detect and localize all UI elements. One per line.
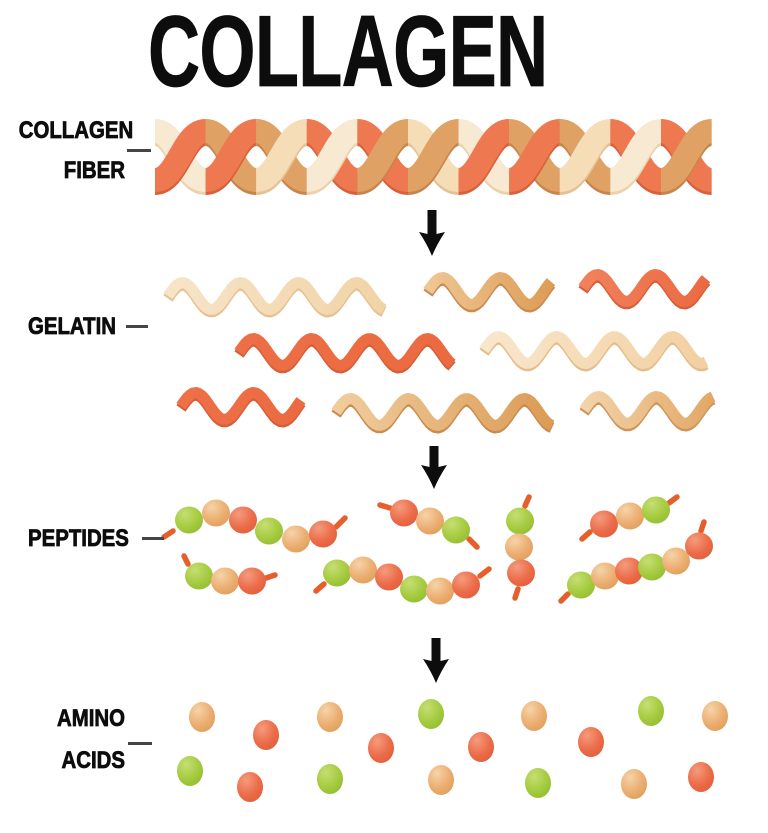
peptide-chain [161, 499, 348, 553]
amino-acid-dot-green [177, 756, 203, 786]
amino-acid-dot-orange [578, 727, 604, 757]
label-gelatin-line1: GELATIN [28, 313, 117, 340]
peptide-bead-tan [211, 567, 239, 595]
gelatin-strand [479, 331, 709, 369]
down-arrow-icon [421, 446, 447, 489]
amino-acid-dot-orange [368, 733, 394, 763]
label-peptides: PEPTIDES [28, 525, 147, 552]
gelatin-strand [331, 393, 555, 431]
leader-dash-collagen-fiber [127, 149, 151, 152]
amino-acid-dot-tan [702, 701, 728, 731]
gelatin-graphic [163, 269, 716, 434]
peptide-bead-orange [615, 557, 643, 585]
peptide-bead-tan [505, 533, 533, 561]
leader-dash-peptides [142, 537, 164, 540]
down-arrow-icon [423, 638, 449, 683]
gelatin-strand [234, 333, 456, 371]
peptide-chain [377, 499, 480, 550]
peptide-bead-orange [309, 520, 337, 548]
peptide-bead-tan [282, 525, 310, 553]
amino-acid-dot-green [317, 764, 343, 794]
peptide-tail [333, 515, 348, 530]
peptide-bead-orange [229, 506, 257, 534]
peptide-tail [466, 536, 480, 550]
peptide-bead-tan [202, 499, 230, 527]
label-amino-acids: AMINO ACIDS [0, 698, 126, 782]
label-amino-acids-line1: AMINO [57, 705, 126, 733]
amino-acid-dot-tan [521, 701, 547, 731]
peptide-chain [313, 556, 492, 605]
peptide-bead-green [567, 571, 595, 599]
peptide-chain [579, 494, 680, 542]
peptide-bead-tan [349, 556, 377, 584]
peptide-tail [477, 566, 492, 579]
peptide-bead-tan [591, 562, 619, 590]
amino-acid-dot-orange [468, 732, 494, 762]
peptide-tail [558, 591, 571, 604]
leader-dash-gelatin [126, 325, 148, 328]
amino-acid-dot-green [525, 768, 551, 798]
peptide-tail [377, 502, 393, 511]
peptide-bead-orange [390, 499, 418, 527]
peptide-bead-orange [238, 567, 266, 595]
peptide-bead-tan [426, 577, 454, 605]
peptide-bead-green [442, 516, 470, 544]
peptide-tail [181, 553, 191, 567]
amino-acid-dot-tan [621, 769, 647, 799]
gelatin-strand [176, 387, 306, 425]
peptide-tail [522, 494, 532, 509]
label-collagen-fiber-line1: COLLAGEN [18, 117, 134, 145]
peptide-bead-green [642, 496, 670, 524]
peptide-bead-orange [507, 559, 535, 587]
amino-acid-dot-green [638, 696, 664, 726]
peptide-bead-orange [590, 510, 618, 538]
collagen-fiber-graphic [152, 119, 715, 195]
down-arrow-icon [419, 210, 445, 256]
peptide-tail [666, 494, 680, 506]
peptide-chain [505, 494, 535, 601]
label-peptides-line1: PEPTIDES [28, 525, 130, 552]
amino-acid-dot-tan [317, 702, 343, 732]
amino-acid-dot-tan [189, 702, 215, 732]
peptide-tail [263, 572, 278, 581]
peptide-chain [558, 519, 713, 604]
peptide-bead-tan [616, 502, 644, 530]
peptide-bead-tan [662, 547, 690, 575]
gelatin-strand [578, 269, 711, 307]
peptide-bead-green [638, 553, 666, 581]
label-gelatin: GELATIN [28, 313, 132, 340]
leader-dash-amino-acids [128, 742, 152, 745]
peptide-bead-green [175, 506, 203, 534]
gelatin-strand [579, 391, 716, 429]
peptide-tail [313, 581, 327, 594]
page-title: COLLAGEN [148, 0, 549, 108]
peptide-bead-orange [685, 532, 713, 560]
peptides-graphic [161, 494, 713, 605]
peptide-chain [181, 553, 278, 595]
amino-acid-dot-orange [253, 720, 279, 750]
amino-acid-dot-orange [237, 772, 263, 802]
label-collagen-fiber: COLLAGEN FIBER [0, 111, 134, 191]
peptide-tail [579, 529, 593, 542]
peptide-bead-green [400, 575, 428, 603]
peptide-bead-green [323, 559, 351, 587]
peptide-bead-tan [416, 507, 444, 535]
peptide-bead-green [506, 507, 534, 535]
gelatin-strand [423, 272, 556, 310]
peptide-bead-green [255, 517, 283, 545]
peptide-bead-orange [452, 571, 480, 599]
label-amino-acids-line2: ACIDS [61, 747, 125, 775]
amino-acid-dot-tan [428, 765, 454, 795]
peptide-tail [512, 586, 521, 601]
label-collagen-fiber-line2: FIBER [63, 157, 125, 185]
amino-acids-graphic [177, 696, 728, 802]
peptide-bead-green [185, 562, 213, 590]
peptide-tail [698, 519, 707, 534]
amino-acid-dot-orange [688, 762, 714, 792]
amino-acid-dot-green [418, 699, 444, 729]
peptide-tail [161, 528, 176, 540]
gelatin-strand [163, 277, 387, 315]
peptide-bead-orange [375, 563, 403, 591]
